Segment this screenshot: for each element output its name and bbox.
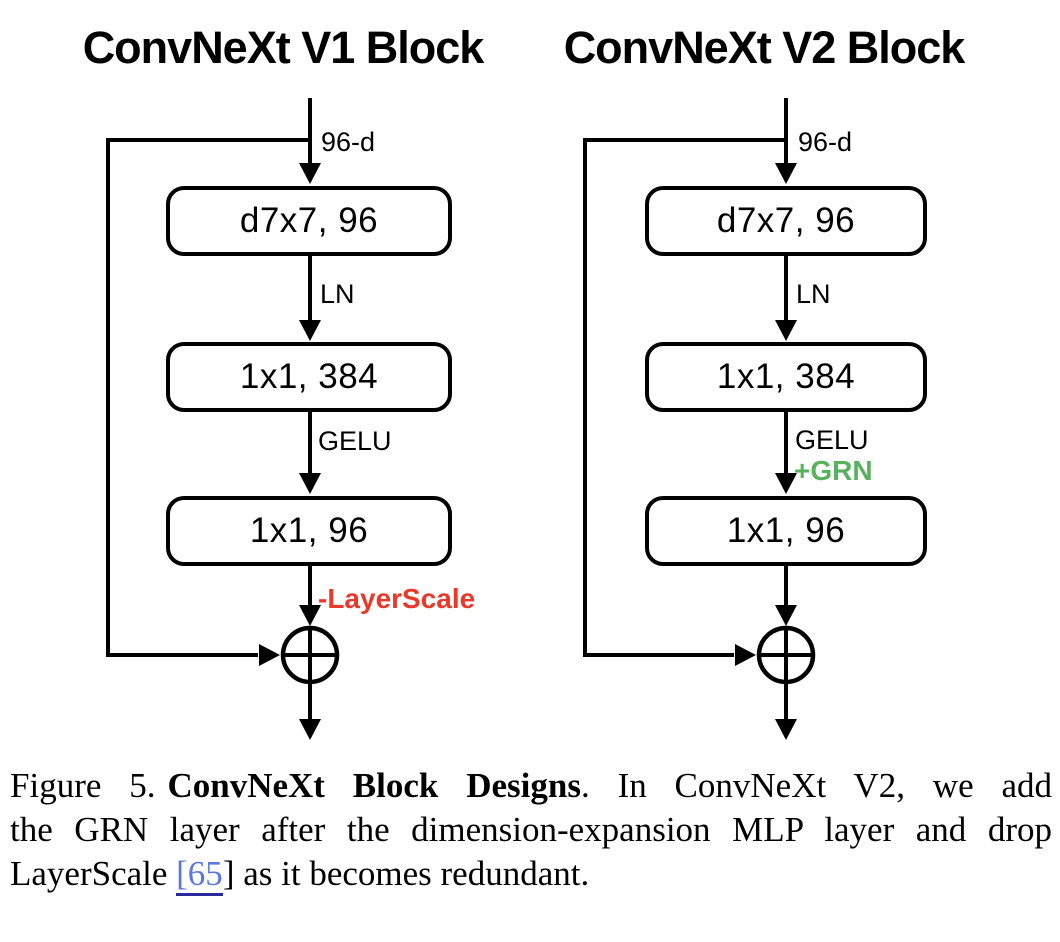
v1-skip-arrowhead-icon (259, 644, 280, 666)
v1-layerscale-removed-annotation: -LayerScale (318, 583, 476, 614)
v2-edge-gelu-arrowhead-icon (775, 473, 797, 494)
caption-line3-suffix: as it becomes redundant. (234, 854, 590, 893)
diagram-title-v2: ConvNeXt V2 Block (563, 22, 966, 73)
caption-line1-rest: . In ConvNeXt V2, we add (580, 766, 1052, 805)
v1-wires (106, 98, 340, 740)
v2-gelu-label: GELU (795, 425, 869, 455)
v2-ln-label: LN (796, 279, 831, 309)
v1-input-dim-label: 96-d (321, 127, 376, 157)
caption-line-2: the GRN layer after the dimension-expans… (10, 808, 1052, 852)
v1-output-arrowhead-icon (299, 719, 321, 740)
v1-sum-node-icon (280, 625, 340, 685)
v2-input-arrowhead-icon (775, 163, 797, 184)
v1-dwconv-label: d7x7, 96 (239, 201, 379, 240)
v2-edge-out-arrowhead-icon (775, 605, 797, 626)
v2-sum-node-icon (756, 625, 816, 685)
v1-ln-label: LN (320, 279, 355, 309)
v2-edge-ln-arrowhead-icon (775, 320, 797, 341)
v2-dwconv-box: d7x7, 96 (645, 186, 927, 256)
v1-skip-connection (106, 138, 310, 657)
v1-edge-gelu-arrowhead-icon (299, 473, 321, 494)
v2-grn-added-annotation: +GRN (794, 455, 873, 486)
v1-input-arrowhead-icon (299, 163, 321, 184)
v2-reduce-conv-box: 1x1, 96 (645, 496, 927, 566)
v2-skip-connection (583, 138, 786, 657)
v2-skip-arrowhead-icon (735, 644, 756, 666)
v2-wires (583, 98, 816, 740)
v1-reduce-conv-box: 1x1, 96 (166, 496, 452, 566)
caption-line-1: Figure 5. ConvNeXt Block Designs. In Conv… (10, 764, 1052, 808)
caption-line-3: LayerScale [65] as it becomes redundant. (10, 852, 1052, 896)
v1-edge-ln-arrowhead-icon (299, 320, 321, 341)
v1-expand-conv-box: 1x1, 384 (166, 342, 452, 412)
v1-dwconv-box: d7x7, 96 (166, 186, 452, 256)
v1-edge-out-arrowhead-icon (299, 605, 321, 626)
caption-line3-prefix: LayerScale (10, 854, 177, 893)
citation-close-bracket: ] (222, 854, 235, 893)
v2-dwconv-label: d7x7, 96 (716, 201, 856, 240)
v1-expand-conv-label: 1x1, 384 (239, 357, 379, 396)
v2-output-arrowhead-icon (775, 719, 797, 740)
v2-input-dim-label: 96-d (798, 127, 853, 157)
v2-expand-conv-box: 1x1, 384 (645, 342, 927, 412)
v1-gelu-label: GELU (318, 426, 392, 456)
figure-caption: Figure 5. ConvNeXt Block Designs. In Conv… (10, 764, 1052, 896)
caption-line2-text: the GRN layer after the dimension-expans… (10, 810, 1052, 849)
caption-bold-title: ConvNeXt Block Designs (167, 766, 581, 805)
diagram-title-v1: ConvNeXt V1 Block (82, 22, 485, 73)
citation-link-65[interactable]: [65 (176, 854, 223, 896)
v2-reduce-conv-label: 1x1, 96 (726, 511, 846, 550)
v2-expand-conv-label: 1x1, 384 (716, 357, 856, 396)
caption-figure-number: Figure 5. (10, 766, 156, 805)
v1-reduce-conv-label: 1x1, 96 (249, 511, 369, 550)
